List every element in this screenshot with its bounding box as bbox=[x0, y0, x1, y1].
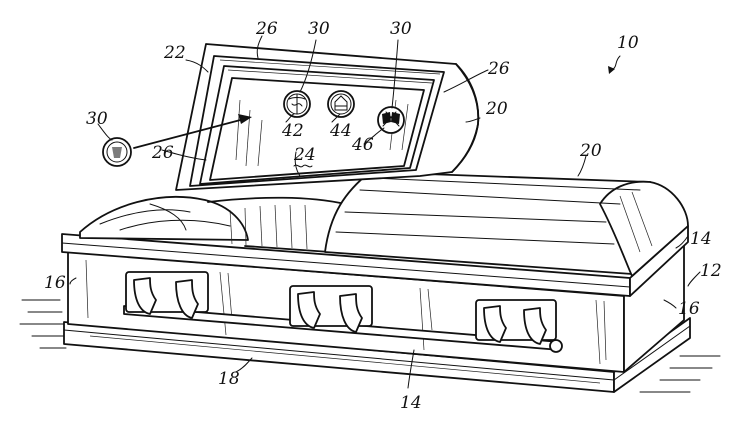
label-end-panel: 16 bbox=[44, 273, 66, 293]
label-base: 18 bbox=[218, 369, 240, 389]
label-emblem-center: 30 bbox=[308, 19, 330, 39]
lower-lid bbox=[324, 171, 689, 277]
handle-right bbox=[475, 299, 557, 345]
label-lid-lower: 20 bbox=[579, 141, 602, 161]
label-display-panel: 24 bbox=[293, 145, 316, 165]
label-trim-top: 26 bbox=[255, 19, 278, 39]
seal-icon[interactable] bbox=[102, 137, 132, 167]
label-flags: 46 bbox=[351, 135, 374, 155]
interior-lining bbox=[79, 196, 346, 253]
leader-lines bbox=[69, 35, 701, 389]
label-trim-right: 26 bbox=[487, 59, 510, 79]
label-assembly: 10 bbox=[617, 33, 639, 53]
fire-badge-icon[interactable] bbox=[327, 90, 355, 118]
label-fire: 44 bbox=[329, 121, 352, 141]
handle-left bbox=[125, 271, 209, 319]
label-top-rim: 14 bbox=[690, 229, 712, 249]
label-side-panel: 16 bbox=[678, 299, 700, 319]
label-lid-frame: 22 bbox=[163, 43, 186, 63]
ground-shading bbox=[19, 299, 721, 393]
display-panel-underline bbox=[293, 164, 313, 168]
handle-rail bbox=[123, 305, 563, 353]
crossed-flags-icon[interactable] bbox=[377, 106, 405, 134]
reference-labels: 10 22 26 30 30 26 20 30 42 44 46 26 24 2… bbox=[44, 19, 722, 413]
label-lid-upper: 20 bbox=[485, 99, 508, 119]
caduceus-icon[interactable] bbox=[283, 90, 311, 118]
label-casket-body: 12 bbox=[700, 261, 722, 281]
label-trim-left: 26 bbox=[151, 143, 174, 163]
label-bottom-rim: 14 bbox=[400, 393, 422, 413]
insertion-arrow bbox=[133, 114, 252, 149]
upper-lid bbox=[175, 43, 480, 191]
label-caduceus: 42 bbox=[281, 121, 304, 141]
label-emblem-loose: 30 bbox=[86, 109, 108, 129]
label-emblem-right: 30 bbox=[390, 19, 412, 39]
handle-center bbox=[289, 285, 373, 333]
